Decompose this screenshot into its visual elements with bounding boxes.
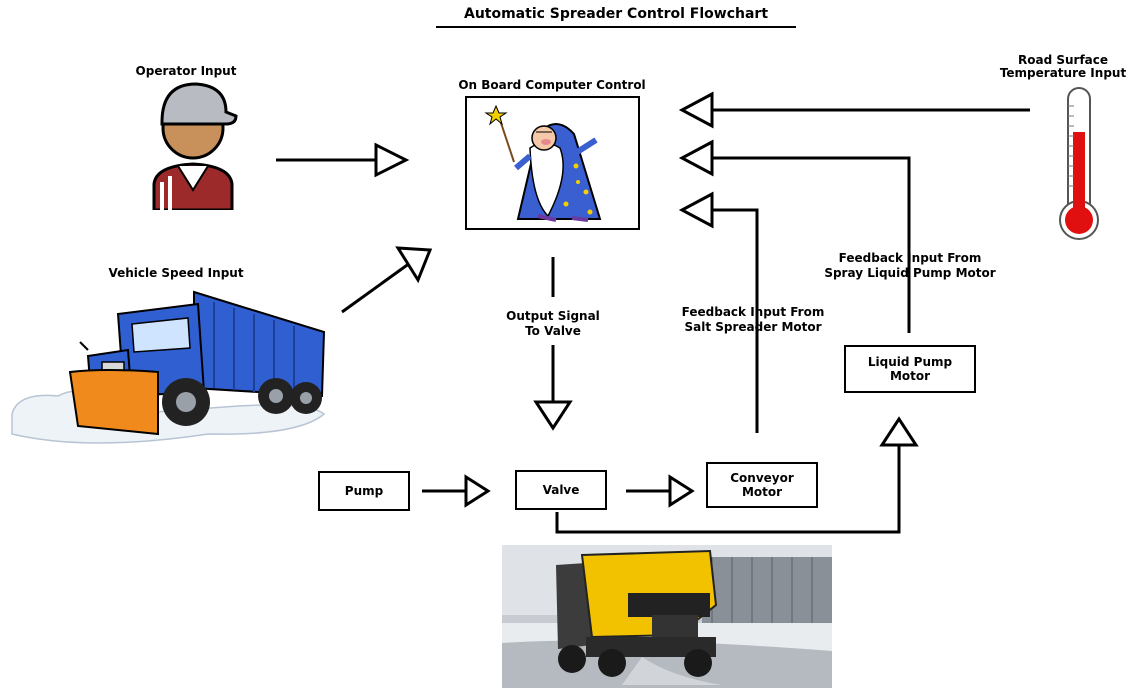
pump-box: Pump [318,471,410,511]
pump-label: Pump [344,484,384,498]
computer-control-label: On Board Computer Control [458,78,646,92]
wizard-icon [484,104,602,222]
speed-arrow-head [395,246,433,284]
operator-arrow-head [374,142,410,178]
valve-liquid-line [555,445,901,534]
page-title: Automatic Spreader Control Flowchart [463,6,769,22]
plow-truck-icon [11,290,326,444]
liquid-pump-label-line2: Motor [889,369,931,383]
spray-feedback-label-line2: Spray Liquid Pump Motor [824,266,996,280]
spray-feedback-line [712,156,911,333]
vehicle-speed-label: Vehicle Speed Input [108,266,244,280]
spreader-truck-photo [502,545,832,688]
salt-feedback-head [678,191,714,229]
temp-arrow-head [678,91,714,129]
spray-feedback-head [678,139,714,177]
operator-icon [152,82,238,210]
road-temp-label-line2: Temperature Input [999,66,1127,80]
valve-arrow-head [668,474,695,508]
operator-input-label: Operator Input [135,64,237,78]
title-underline [436,26,796,28]
speed-arrow-line [341,261,411,314]
road-temp-label-line1: Road Surface [1017,53,1109,67]
pump-arrow-head [464,474,491,508]
output-signal-label-line2: To Valve [525,324,581,338]
valve-liquid-head [879,416,919,447]
salt-feedback-line [712,208,759,342]
liquid-pump-motor-box: Liquid Pump Motor [844,345,976,393]
salt-feedback-label-line2: Salt Spreader Motor [684,320,822,334]
output-signal-label-line1: Output Signal [506,309,600,323]
output-arrow-head [533,400,573,431]
thermometer-icon [1059,87,1099,240]
conveyor-motor-box: Conveyor Motor [706,462,818,508]
valve-box: Valve [515,470,607,510]
valve-label: Valve [542,483,580,497]
conveyor-label-line2: Motor [741,485,783,499]
salt-feedback-label-line1: Feedback Input From [681,305,825,319]
conveyor-label-line1: Conveyor [730,471,794,485]
spray-feedback-label-line1: Feedback Input From [838,251,982,265]
liquid-pump-label-line1: Liquid Pump [867,355,953,369]
